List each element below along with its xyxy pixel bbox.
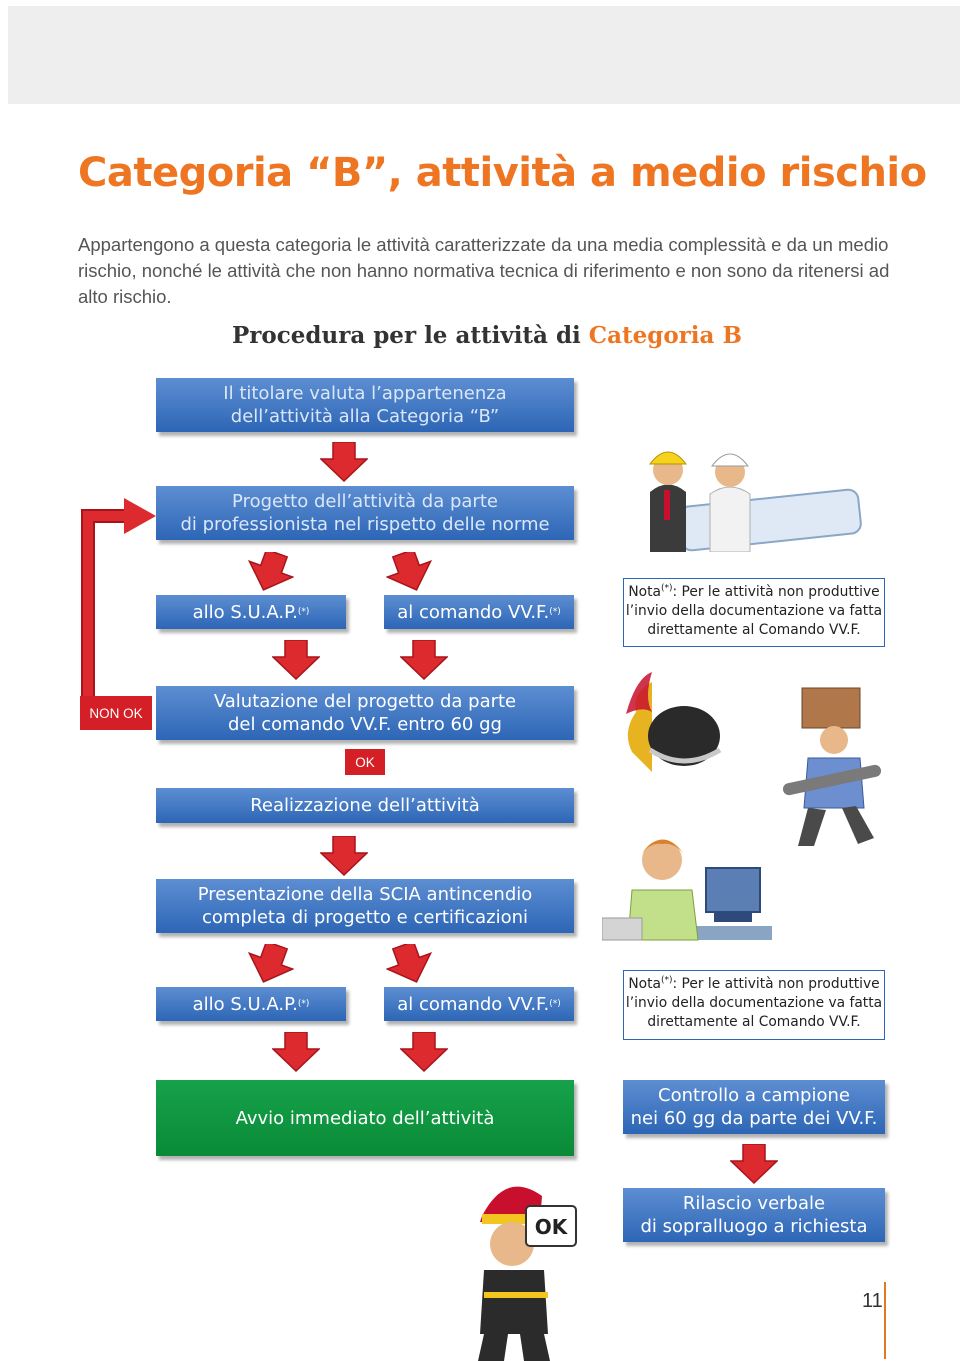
note-prefix-1: Nota (628, 584, 661, 600)
note-text-1: : Per le attività non produttive l’invio… (625, 584, 883, 638)
suap-box-2: allo S.U.A.P.(*) (156, 987, 346, 1021)
step-project-evaluation: Valutazione del progetto da parte del co… (156, 686, 574, 740)
arrow-down-4b (400, 1032, 448, 1072)
vvf-box-1: al comando VV.F.(*) (384, 595, 574, 629)
step-immediate-start: Avvio immediato dell’attività (156, 1080, 574, 1156)
worker-with-wrench-illustration (782, 687, 882, 846)
arrow-down-diag-right-2 (386, 944, 433, 983)
arrow-down-diag-left (247, 552, 294, 591)
vvf-label-1: al comando VV.F. (397, 601, 550, 623)
suap-label-1: allo S.U.A.P. (192, 601, 298, 623)
suap-label-2: allo S.U.A.P. (192, 993, 298, 1015)
vvf-box-2: al comando VV.F.(*) (384, 987, 574, 1021)
arrow-down-2a (272, 640, 320, 680)
engineers-illustration (648, 451, 862, 552)
note-asterisk-2: (*) (660, 975, 673, 986)
step-realization: Realizzazione dell’attività (156, 788, 574, 823)
arrow-down-1 (320, 442, 368, 482)
note-box-1: Nota(*): Per le attività non produttive … (623, 578, 885, 647)
subtitle-accent: Categoria B (588, 322, 742, 349)
top-gray-band (8, 6, 960, 104)
note-box-2: Nota(*): Per le attività non produttive … (623, 970, 885, 1040)
ok-sign-text: OK (535, 1215, 569, 1239)
office-worker-illustration (602, 839, 772, 941)
step-scia-submission: Presentazione della SCIA antincendio com… (156, 879, 574, 933)
note-text-2: : Per le attività non produttive l’invio… (625, 976, 883, 1030)
step-sample-check: Controllo a campione nei 60 gg da parte … (623, 1080, 885, 1134)
procedure-subtitle: Procedura per le attività di Categoria B (232, 322, 742, 349)
page-title: Categoria “B”, attività a medio rischio (78, 150, 927, 196)
suap-box-1: allo S.U.A.P.(*) (156, 595, 346, 629)
non-ok-loop-connector (81, 498, 156, 711)
non-ok-tag: NON OK (80, 696, 152, 730)
arrow-down-diag-left-2 (247, 944, 294, 983)
arrow-down-4a (272, 1032, 320, 1072)
vvf-label-2: al comando VV.F. (397, 993, 550, 1015)
subtitle-main: Procedura per le attività di (232, 322, 589, 349)
ok-tag: OK (345, 749, 385, 775)
arrow-down-3 (320, 836, 368, 876)
arrow-down-2b (400, 640, 448, 680)
firefighter-ok-illustration: OK (478, 1186, 577, 1361)
page-number: 11 (862, 1290, 883, 1312)
step-inspection-report: Rilascio verbale di sopralluogo a richie… (623, 1188, 885, 1242)
arrow-down-5 (730, 1144, 778, 1184)
page-number-bar (884, 1282, 886, 1359)
arrow-down-diag-right (386, 552, 433, 591)
firefighter-helmet-illustration (626, 672, 722, 772)
note-prefix-2: Nota (628, 976, 661, 992)
note-asterisk-1: (*) (660, 583, 673, 594)
intro-paragraph: Appartengono a questa categoria le attiv… (78, 234, 890, 307)
step-evaluate-category: Il titolare valuta l’appartenenza dell’a… (156, 378, 574, 432)
step-project-design: Progetto dell’attività da parte di profe… (156, 486, 574, 540)
